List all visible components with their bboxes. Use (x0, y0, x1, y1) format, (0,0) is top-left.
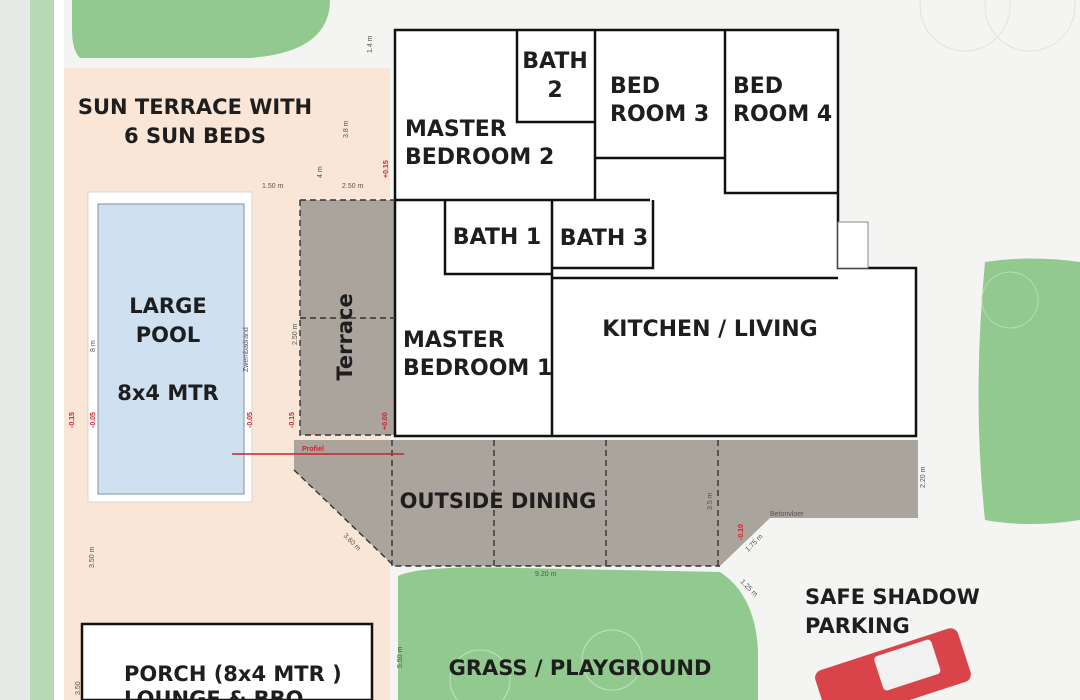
top-right-outline-2 (984, 0, 1076, 52)
house-outline (393, 28, 918, 438)
sun-terrace-label: SUN TERRACE WITH (78, 95, 312, 119)
dim-1-50: 1.50 m (262, 183, 284, 190)
paving-grid (293, 199, 720, 567)
level-plus000: +0.00 (382, 412, 389, 430)
porch-label-1: PORCH (8x4 MTR ) (124, 662, 342, 686)
dim-9-20: 9.20 m (535, 571, 557, 578)
dim-4: 4 m (317, 166, 324, 178)
master-bedroom1-label-1: MASTER (403, 328, 505, 353)
level-minus005-a: -0.05 (90, 412, 97, 428)
profile-label: Profiel (302, 446, 324, 453)
left-wall (54, 0, 64, 700)
level-minus010: -0.10 (738, 524, 745, 540)
pool-label-1: LARGE (129, 294, 206, 318)
pool-size-label: 8x4 MTR (117, 381, 218, 405)
sun-terrace-label-2: 6 SUN BEDS (124, 124, 266, 148)
bedroom3-label-2: ROOM 3 (610, 102, 709, 127)
left-edge (0, 0, 30, 700)
bath3-label: BATH 3 (560, 226, 648, 251)
top-right-outline (919, 0, 1011, 52)
concrete-floor-label: Betonvloer (770, 511, 804, 518)
level-minus015-b: -0.15 (289, 412, 296, 428)
grass-label: GRASS / PLAYGROUND (449, 656, 712, 680)
master-bedroom2-label-1: MASTER (405, 117, 507, 142)
dim-2-50-vertical: 2.50 m (292, 323, 299, 345)
dim-3-5: 3.5 m (707, 492, 714, 510)
master-bedroom1-label-2: BEDROOM 1 (403, 356, 552, 381)
dim-8: 8 m (90, 340, 97, 352)
terrace-paving (300, 200, 395, 435)
grass-area (398, 567, 758, 700)
outside-dining-label: OUTSIDE DINING (400, 489, 597, 513)
kitchen-living-label: KITCHEN / LIVING (602, 317, 817, 342)
dim-3-50-porch: 3.50 (75, 681, 82, 695)
porch-box (80, 622, 374, 700)
bath2-label-1: BATH (522, 49, 588, 74)
grass-circle (581, 629, 643, 691)
master-bedroom2-label-2: BEDROOM 2 (405, 145, 554, 170)
right-tree-outline (981, 271, 1039, 329)
dim-3-50: 3.50 m (89, 546, 96, 568)
top-left-tree (72, 0, 330, 58)
parking-label-2: PARKING (805, 614, 910, 638)
dim-2-20: 2.20 m (920, 466, 927, 488)
side-step (837, 221, 869, 269)
bath2-label-2: 2 (547, 78, 562, 103)
porch-label-2: LOUNGE & BBQ (124, 687, 304, 700)
dim-1-4: 1.4 m (367, 35, 374, 53)
bedroom4-label-1: BED (733, 74, 783, 99)
bath1-label: BATH 1 (453, 225, 541, 250)
dim-2-50: 2.50 m (342, 183, 364, 190)
level-plus015: +0.15 (383, 160, 390, 178)
level-minus015-a: -0.15 (69, 412, 76, 428)
pool-water (97, 203, 245, 495)
pool-label-2: POOL (136, 323, 200, 347)
pool-edge-label: Zwembadrand (243, 327, 250, 372)
bedroom4-label-2: ROOM 4 (733, 102, 832, 127)
dim-3-8: 3.8 m (343, 120, 350, 138)
left-hedge (30, 0, 54, 700)
parking-label-1: SAFE SHADOW (805, 585, 980, 609)
right-tree (978, 258, 1080, 524)
level-minus005-b: -0.05 (247, 412, 254, 428)
terrace-label: Terrace (333, 293, 357, 380)
interior-walls (395, 30, 838, 436)
bedroom3-label-1: BED (610, 74, 660, 99)
dim-5-50: 5.50 m (397, 646, 404, 668)
grass-circle-2 (449, 649, 511, 700)
